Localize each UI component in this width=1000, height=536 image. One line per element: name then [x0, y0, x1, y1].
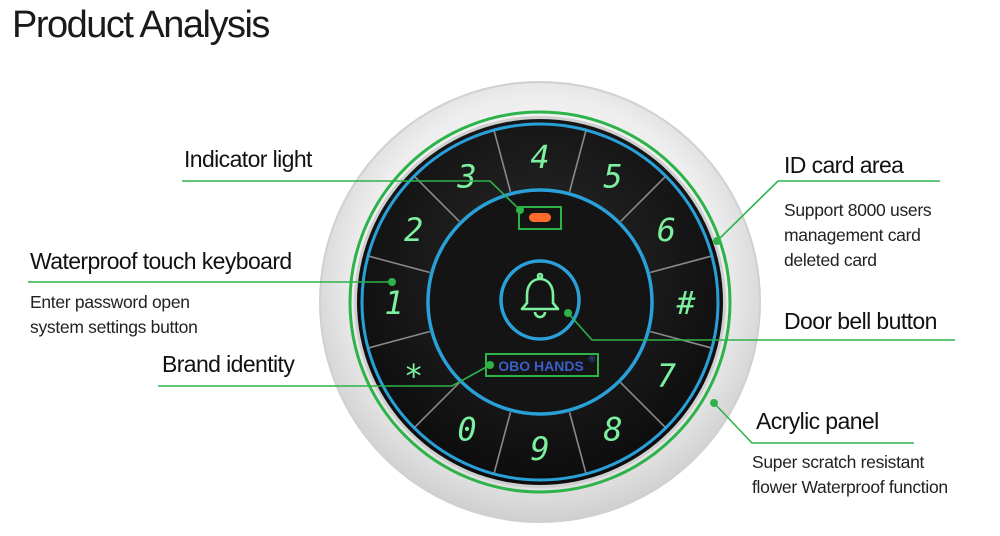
key-separator — [620, 382, 666, 428]
door-bell-label: Door bell button — [784, 308, 937, 334]
key-6[interactable]: 6 — [657, 211, 676, 249]
brand-text: OBO HANDS — [498, 358, 584, 374]
acrylic-panel-description: Super scratch resistant flower Waterproo… — [752, 452, 948, 497]
door-bell-button[interactable] — [499, 259, 581, 341]
key-separator — [414, 176, 460, 222]
id-card-area-description: Support 8000 users management card delet… — [784, 200, 932, 270]
indicator-light-label: Indicator light — [184, 146, 312, 172]
page-title: Product Analysis — [12, 4, 270, 46]
key-separator — [568, 130, 587, 193]
key-3[interactable]: 3 — [456, 158, 476, 196]
indicator-light-frame — [518, 206, 562, 230]
key-2[interactable]: 2 — [404, 211, 423, 249]
callout-dots — [388, 206, 721, 407]
key-hash[interactable]: # — [675, 284, 696, 322]
key-separator — [649, 255, 712, 274]
bell-icon — [520, 272, 560, 319]
callout-line-door-bell — [567, 312, 955, 341]
brand-identity-label: Brand identity — [162, 351, 295, 377]
key-star[interactable]: * — [404, 357, 423, 395]
key-separator — [620, 176, 666, 222]
housing-green-rim — [348, 110, 732, 494]
key-separators — [368, 130, 712, 474]
key-1[interactable]: 1 — [384, 284, 403, 322]
key-separator — [568, 411, 587, 474]
key-separator — [368, 330, 431, 349]
key-4[interactable]: 4 — [530, 138, 549, 176]
callout-lines — [28, 180, 955, 444]
key-7[interactable]: 7 — [657, 357, 676, 395]
key-separator — [493, 130, 512, 193]
key-0[interactable]: 0 — [457, 410, 476, 448]
key-separator — [493, 411, 512, 474]
key-separator — [414, 382, 460, 428]
callout-line-brand — [158, 364, 491, 387]
id-card-area-label: ID card area — [784, 152, 904, 178]
callout-line-id-card — [716, 180, 940, 242]
outer-blue-ring — [360, 122, 720, 482]
key-5[interactable]: 5 — [603, 158, 622, 196]
callout-line-acrylic — [713, 402, 914, 444]
waterproof-keyboard-label: Waterproof touch keyboard — [30, 248, 292, 274]
acrylic-panel-label: Acrylic panel — [756, 408, 879, 434]
waterproof-keyboard-description: Enter password open system settings butt… — [30, 292, 198, 337]
key-9[interactable]: 9 — [530, 430, 549, 468]
key-separator — [368, 255, 431, 274]
callout-line-indicator — [182, 180, 521, 211]
indicator-light — [529, 213, 551, 222]
brand-registered-mark: ® — [589, 354, 596, 364]
key-8[interactable]: 8 — [603, 410, 622, 448]
